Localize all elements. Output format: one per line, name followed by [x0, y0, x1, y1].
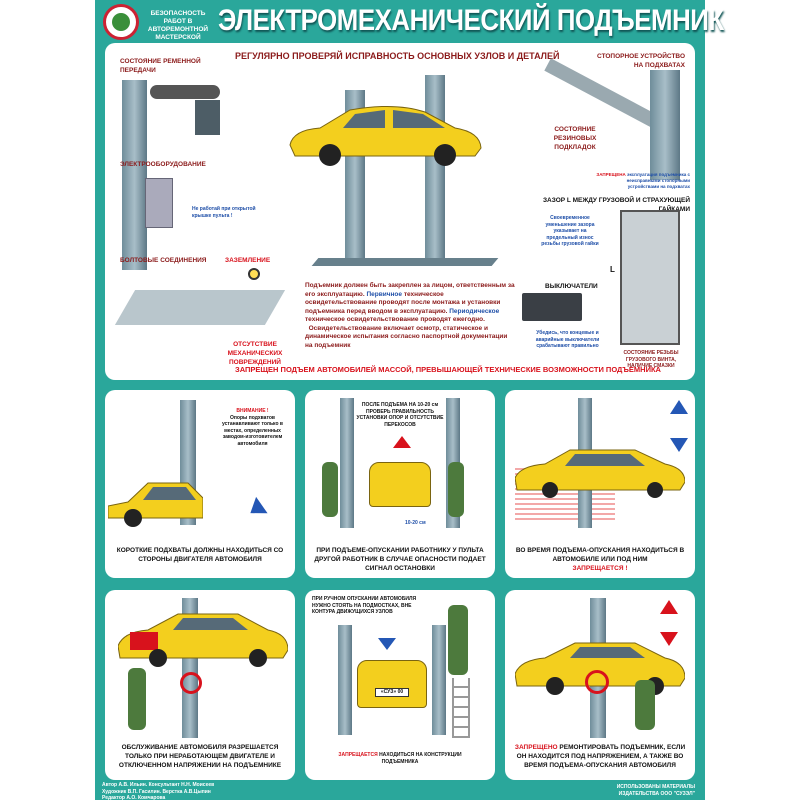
prohibited-label: ЗАПРЕЩАЕТСЯ ! — [572, 565, 628, 572]
lift-arm-illustration — [114, 290, 286, 325]
control-box-illustration — [145, 178, 173, 228]
highlight-circle — [180, 672, 202, 694]
worker-illustration — [448, 605, 468, 675]
label-gap: ЗАЗОР L МЕЖДУ ГРУЗОВОЙ И СТРАХУЮЩЕЙ ГАЙК… — [542, 197, 690, 213]
lift-base — [311, 258, 499, 266]
publisher-logo — [103, 4, 139, 40]
label-belt: СОСТОЯНИЕ РЕМЕННОЙ ПЕРЕДАЧИ — [120, 58, 201, 74]
credits: Автор А.В. Ильин. Консультант Н.Н. Моисе… — [102, 782, 214, 802]
worker-illustration — [322, 462, 338, 517]
panel6-caption-text: РЕМОНТИРОВАТЬ ПОДЪЕМНИК, ЕСЛИ ОН НАХОДИТ… — [516, 744, 686, 769]
label-thread: СОСТОЯНИЕ РЕЗЬБЫ ГРУЗОВОГО ВИНТА, НАЛИЧИ… — [623, 350, 679, 369]
switches-note: Убедись, что концевые и аварийные выключ… — [535, 330, 600, 349]
car-illustration — [515, 449, 685, 498]
worker-illustration — [448, 462, 464, 517]
lift-height-label: 10-20 см — [405, 520, 426, 526]
panel1-caption: КОРОТКИЕ ПОДХВАТЫ ДОЛЖНЫ НАХОДИТЬСЯ СО С… — [116, 547, 284, 563]
car-on-lift-illustration — [289, 105, 482, 166]
panel5-caption: ЗАПРЕЩАЕТСЯ НАХОДИТЬСЯ НА КОНСТРУКЦИИ ПО… — [330, 752, 470, 765]
body-text: техническое освидетельствование проводят… — [305, 316, 485, 323]
down-arrow-icon — [660, 632, 678, 646]
panel6-caption: ЗАПРЕЩЕНО РЕМОНТИРОВАТЬ ПОДЪЕМНИК, ЕСЛИ … — [512, 743, 688, 770]
panel3-caption: ВО ВРЕМЯ ПОДЪЕМА-ОПУСКАНИЯ НАХОДИТЬСЯ В … — [515, 546, 685, 573]
gap-letter: L — [610, 265, 615, 274]
body-text-highlight: Первичное — [366, 290, 403, 298]
panel4-caption: ОБСЛУЖИВАНИЕ АВТОМОБИЛЯ РАЗРЕШАЕТСЯ ТОЛЬ… — [118, 744, 282, 769]
gap-note: Своевременное уменьшение зазора указывае… — [541, 215, 599, 247]
car-front-illustration — [369, 462, 431, 507]
attention-label: ВНИМАНИЕ ! — [236, 408, 269, 414]
car-illustration — [118, 613, 288, 667]
up-arrow-icon — [660, 600, 678, 614]
down-arrow-icon — [378, 638, 396, 650]
stopper-note-red: ЗАПРЕЩЕНА — [596, 172, 626, 177]
label-rubber: СОСТОЯНИЕ РЕЗИНОВЫХ ПОДКЛАДОК — [553, 126, 597, 151]
body-text: Подъемник должен быть закреплен за лицом… — [305, 282, 515, 298]
credit-line: Автор А.В. Ильин. Консультант Н.Н. Моисе… — [102, 782, 215, 788]
screw-mechanism-illustration — [620, 210, 680, 345]
ground-icon — [248, 268, 260, 280]
label-electric: ЭЛЕКТРООБОРУДОВАНИЕ — [120, 161, 206, 168]
poster-title: ЭЛЕКТРОМЕХАНИЧЕСКИЙ ПОДЪЕМНИК — [218, 4, 724, 37]
label-switches: ВЫКЛЮЧАТЕЛИ — [545, 283, 598, 290]
prohibited-label: ЗАПРЕЩЕНО — [514, 744, 558, 751]
panel1-note: ВНИМАНИЕ !Опоры подхватов устанавливают … — [215, 408, 290, 447]
prohibited-label: ЗАПРЕЩАЕТСЯ — [338, 752, 378, 758]
panel3-caption-text: ВО ВРЕМЯ ПОДЪЕМА-ОПУСКАНИЯ НАХОДИТЬСЯ В … — [515, 547, 685, 563]
stopper-note: ЗАПРЕЩЕНА эксплуатация подъемника с неис… — [595, 172, 690, 190]
car-rear-illustration — [357, 660, 427, 708]
scaffold-illustration — [452, 678, 470, 738]
inspection-text: Подъемник должен быть закреплен за лицом… — [305, 282, 515, 350]
panel2-caption: ПРИ ПОДЪЕМЕ-ОПУСКАНИИ РАБОТНИКУ У ПУЛЬТА… — [314, 547, 486, 572]
label-ground: ЗАЗЕМЛЕНИЕ — [225, 257, 271, 264]
inspection-heading: РЕГУЛЯРНО ПРОВЕРЯЙ ИСПРАВНОСТЬ ОСНОВНЫХ … — [235, 51, 560, 61]
lift-post — [338, 625, 352, 735]
highlight-circle — [585, 670, 609, 694]
down-arrow-icon — [670, 438, 688, 452]
panel-short-arms — [105, 390, 295, 578]
up-arrow-icon — [670, 400, 688, 414]
panel2-note: ПОСЛЕ ПОДЪЕМА НА 10-20 см ПРОВЕРЬ ПРАВИЛ… — [356, 402, 444, 428]
belt-drive-illustration — [150, 85, 220, 99]
limit-switch-illustration — [522, 293, 582, 321]
car-illustration — [108, 482, 203, 527]
stopper-note-text: эксплуатация подъемника с неисправными с… — [626, 172, 690, 189]
stopper-post-illustration — [650, 70, 680, 180]
publisher-line: ИЗДАТЕЛЬСТВА ООО "СУЗЭЛ" — [618, 790, 695, 797]
panel5-caption-text: НАХОДИТЬСЯ НА КОНСТРУКЦИИ ПОДЪЕМНИКА — [379, 752, 462, 765]
credit-line: Художник В.П. Гасилин. Верстка А.В.Цыпин — [102, 788, 211, 795]
panel5-note: ПРИ РУЧНОМ ОПУСКАНИИ АВТОМОБИЛЯ НУЖНО СТ… — [312, 596, 417, 615]
overload-warning: ЗАПРЕЩЕН ПОДЪЕМ АВТОМОБИЛЕЙ МАССОЙ, ПРЕВ… — [235, 365, 661, 374]
body-text: техническое освидетельствование проводят… — [305, 290, 501, 315]
label-damage: ОТСУТСТВИЕ МЕХАНИЧЕСКИХ ПОВРЕЖДЕНИЙ — [227, 341, 283, 366]
motor-illustration — [195, 100, 220, 135]
label-bolts: БОЛТОВЫЕ СОЕДИНЕНИЯ — [120, 257, 207, 264]
lift-column-illustration — [122, 80, 147, 270]
car-illustration — [515, 642, 685, 695]
license-plate: «СУЗ» 00 — [375, 688, 409, 697]
worker-illustration — [128, 668, 146, 730]
publisher-credit: ИСПОЛЬЗОВАНЫ МАТЕРИАЛЫ ИЗДАТЕЛЬСТВА ООО … — [610, 784, 695, 797]
body-text-highlight: Периодическое — [449, 307, 500, 315]
credit-line: Редактор А.О. Комчарова — [102, 795, 166, 801]
up-arrow-icon — [393, 436, 411, 448]
publisher-line: ИСПОЛЬЗОВАНЫ МАТЕРИАЛЫ — [616, 784, 695, 790]
series-title: БЕЗОПАСНОСТЬ РАБОТ В АВТОРЕМОНТНОЙ МАСТЕ… — [147, 10, 209, 41]
panel1-note-text: Опоры подхватов устанавливают только в м… — [221, 414, 283, 447]
body-text: Освидетельствование включает осмотр, ста… — [305, 324, 508, 349]
lift-post — [432, 625, 446, 735]
label-stopper: СТОПОРНОЕ УСТРОЙСТВО НА ПОДХВАТАХ — [597, 53, 685, 69]
electric-note: Не работай при открытой крышке пульта ! — [192, 206, 256, 219]
lift-post — [340, 398, 354, 528]
worker-illustration — [635, 680, 655, 730]
